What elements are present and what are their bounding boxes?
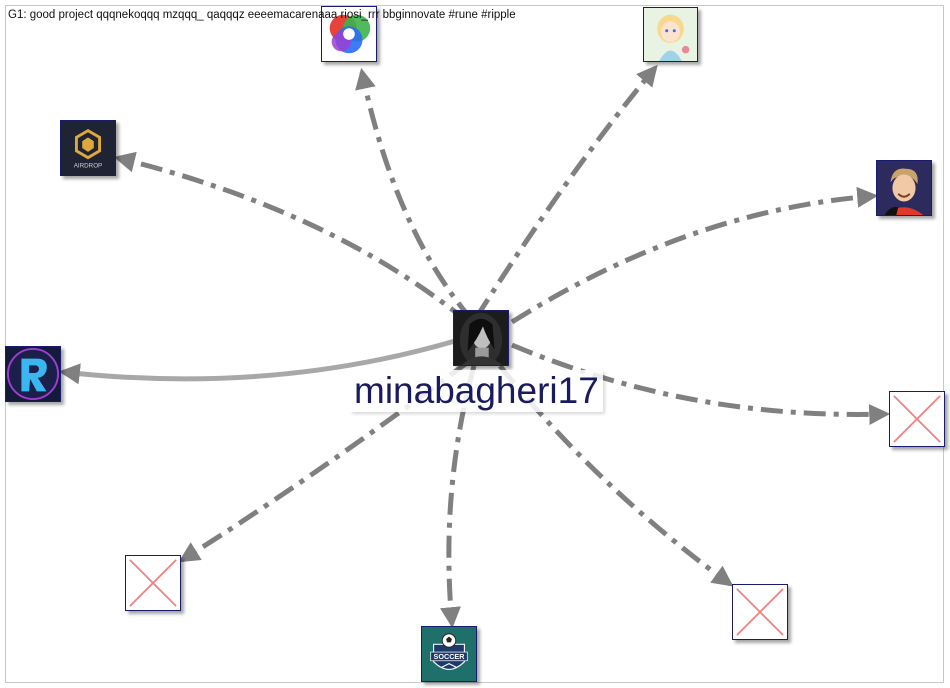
edge-to-left-r-logo (58, 338, 456, 385)
broken-image-icon (890, 392, 944, 446)
edge-to-right-cartoon-man (510, 186, 879, 325)
edge-to-top-right-cartoon (473, 64, 658, 320)
cartoon-girl-icon (644, 8, 697, 61)
top-right-cartoon-node[interactable] (643, 7, 698, 62)
cartoon-man-icon (877, 161, 931, 215)
r-fist-logo-icon (6, 347, 60, 401)
right-cartoon-man-node[interactable] (876, 160, 932, 216)
left-r-logo-node[interactable] (5, 346, 61, 402)
right-missing-node[interactable] (889, 391, 945, 447)
edge-to-bottom-right-missing (498, 364, 734, 587)
airdrop-logo-text: AIRDROP (74, 162, 102, 169)
center-node-label: minabagheri17 (350, 370, 603, 412)
edge-to-top-colorful (355, 67, 474, 322)
graph-title: G1: good project qqqnekoqqq mzqqq_ qaqqq… (8, 9, 516, 21)
edge-to-airdrop (113, 151, 470, 324)
broken-image-icon (733, 585, 787, 639)
soccer-logo-icon: SOCCER (422, 627, 476, 681)
bottom-right-missing-node[interactable] (732, 584, 788, 640)
airdrop-node[interactable]: AIRDROP (60, 120, 116, 176)
bottom-left-missing-node[interactable] (125, 555, 181, 611)
edge-to-right-missing (511, 342, 891, 426)
broken-image-icon (126, 556, 180, 610)
center-node[interactable] (453, 310, 509, 366)
airdrop-logo-icon: AIRDROP (61, 121, 115, 175)
soccer-node[interactable]: SOCCER (421, 626, 477, 682)
colorful-logo-icon (322, 7, 376, 61)
top-colorful-node[interactable] (321, 6, 377, 62)
woman-portrait-icon (454, 311, 508, 365)
soccer-logo-text: SOCCER (434, 652, 466, 661)
